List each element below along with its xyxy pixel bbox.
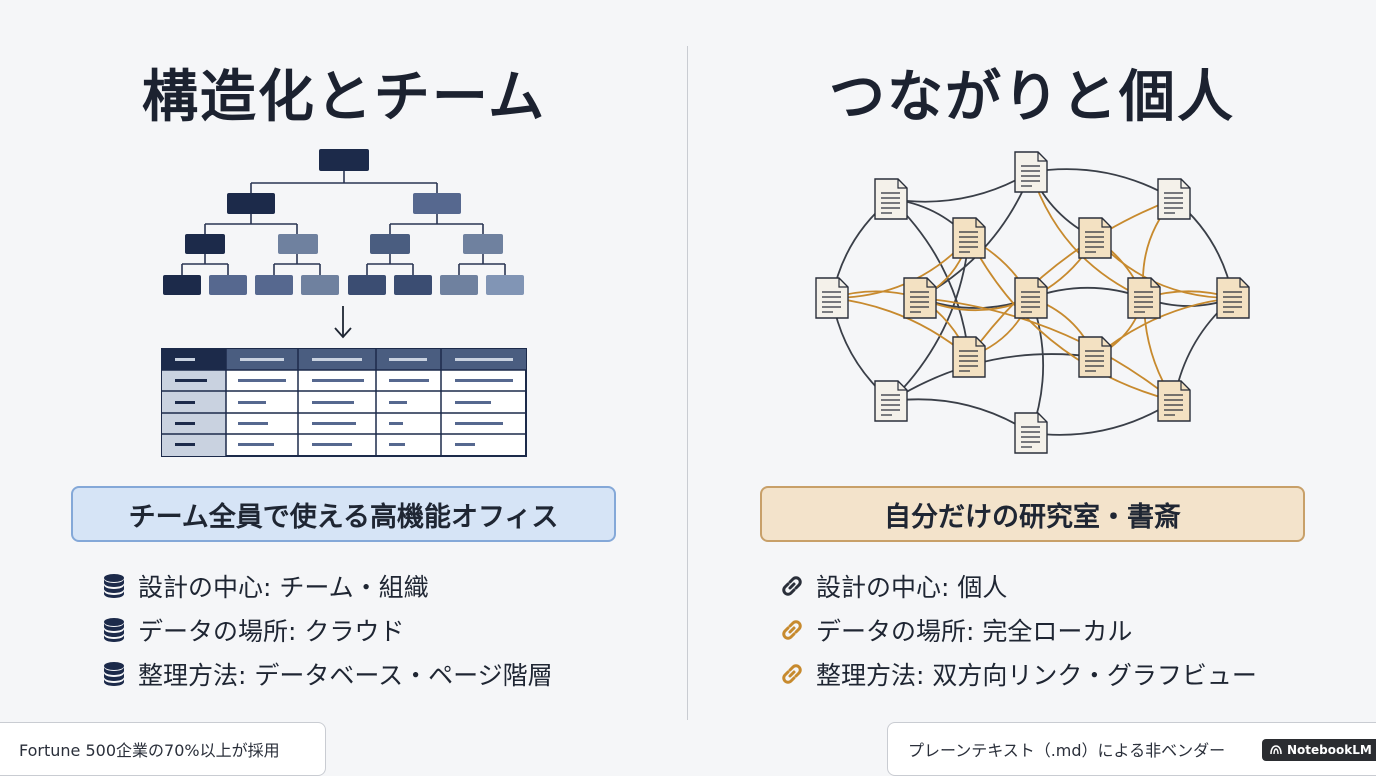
left-panel: 構造化とチーム [0, 0, 688, 776]
right-bullet-item: 設計の中心: 個人 [778, 564, 1257, 608]
left-bullet-list: 設計の中心: チーム・組織 データの場所: クラウド 整理方法: データベース・… [100, 564, 553, 696]
center-divider [687, 46, 688, 720]
database-icon [100, 572, 128, 600]
document-icon [1216, 277, 1250, 319]
left-footer-note: Fortune 500企業の70%以上が採用 [0, 722, 326, 776]
graph-edge [831, 237, 970, 299]
right-subtitle: 自分だけの研究室・書斎 [884, 501, 1181, 533]
document-icon [1078, 336, 1112, 378]
left-bullet-text: 整理方法: データベース・ページ階層 [138, 661, 553, 690]
document-icon [952, 217, 986, 259]
right-bullet-list: 設計の中心: 個人 データの場所: 完全ローカル 整理方法: 双方向リンク・グラ… [778, 564, 1257, 696]
left-bullet-item: 設計の中心: チーム・組織 [100, 564, 553, 608]
right-footer-text: プレーンテキスト（.md）による非ベンダー [908, 741, 1226, 760]
left-subtitle-box: チーム全員で使える高機能オフィス [71, 486, 616, 542]
graph-edge [890, 171, 1032, 203]
left-title: 構造化とチーム [141, 65, 547, 130]
right-title: つながりと個人 [829, 65, 1235, 130]
hierarchy-diagram [161, 149, 527, 457]
left-subtitle: チーム全員で使える高機能オフィス [128, 501, 559, 533]
graph-edge [1094, 237, 1234, 299]
graph-edge [890, 353, 1096, 402]
right-bullet-text: 設計の中心: 個人 [816, 573, 1008, 602]
document-icon [903, 277, 937, 319]
database-icon [100, 660, 128, 688]
graph-edge [1030, 168, 1175, 200]
network-graph-diagram [815, 151, 1250, 454]
notebooklm-badge: NotebookLM [1262, 739, 1376, 761]
brand-label: NotebookLM [1287, 743, 1372, 757]
right-bullet-text: データの場所: 完全ローカル [816, 617, 1133, 646]
database-icon [100, 616, 128, 644]
graph-edge [968, 198, 1175, 358]
document-icon [874, 380, 908, 422]
graph-edge [1030, 400, 1175, 436]
document-icon [1014, 277, 1048, 319]
document-icon [1157, 380, 1191, 422]
right-bullet-item: データの場所: 完全ローカル [778, 608, 1257, 652]
document-icon [815, 277, 849, 319]
left-bullet-text: データの場所: クラウド [138, 617, 405, 646]
right-subtitle-box: 自分だけの研究室・書斎 [760, 486, 1305, 542]
link-icon [778, 572, 806, 600]
notebooklm-logo-icon [1270, 745, 1282, 755]
left-bullet-item: データの場所: クラウド [100, 608, 553, 652]
document-icon [1127, 277, 1161, 319]
graph-edge [919, 297, 1175, 402]
graph-edge [968, 237, 1175, 402]
document-icon [1078, 217, 1112, 259]
left-bullet-item: 整理方法: データベース・ページ階層 [100, 652, 553, 696]
graph-edge [890, 237, 970, 402]
document-icon [1157, 178, 1191, 220]
document-icon [952, 336, 986, 378]
right-bullet-item: 整理方法: 双方向リンク・グラフビュー [778, 652, 1257, 696]
graph-edge [890, 398, 1032, 434]
left-footer-text: Fortune 500企業の70%以上が採用 [19, 741, 280, 760]
document-icon [1014, 151, 1048, 193]
right-bullet-text: 整理方法: 双方向リンク・グラフビュー [816, 661, 1257, 690]
right-panel: つながりと個人 自分だけの研究室・書斎 設計の中心: 個人 データの場所: 完全… [688, 0, 1376, 768]
left-bullet-text: 設計の中心: チーム・組織 [138, 573, 429, 602]
link-icon [778, 616, 806, 644]
graph-edge [1094, 297, 1234, 358]
link-icon [778, 660, 806, 688]
document-icon [1014, 412, 1048, 454]
document-icon [874, 178, 908, 220]
